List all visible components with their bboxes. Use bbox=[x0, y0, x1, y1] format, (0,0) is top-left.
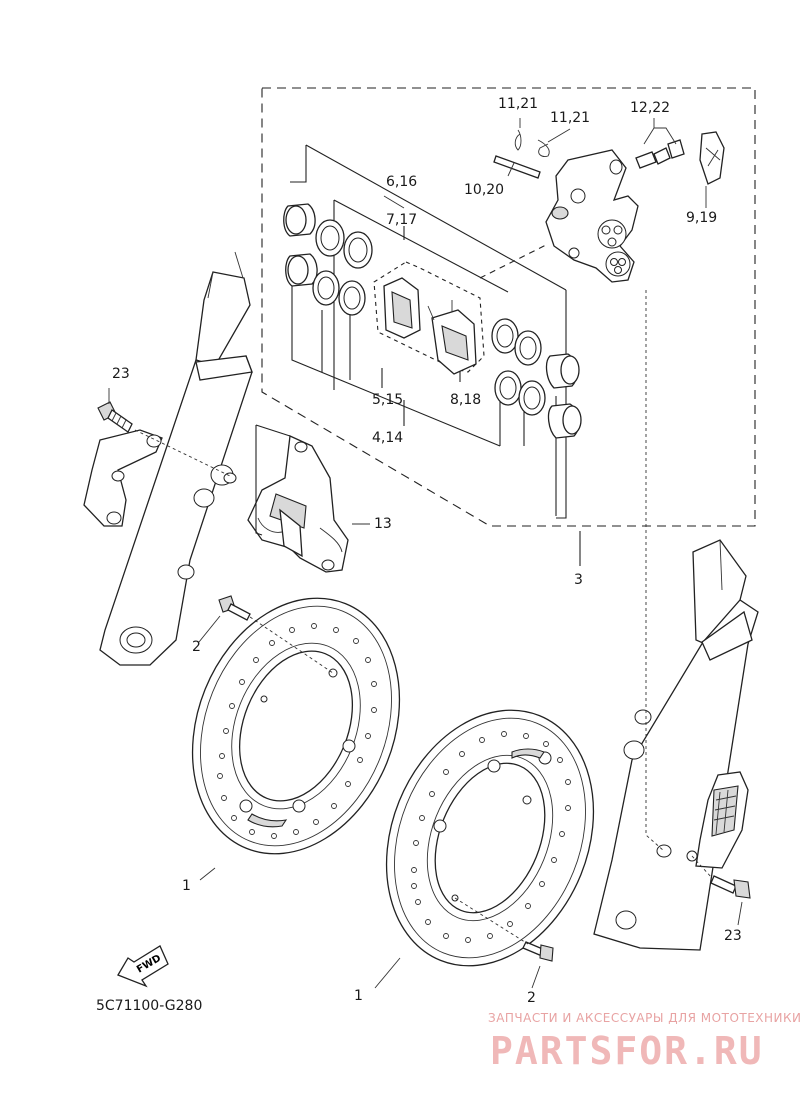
callout-23-right: 23 bbox=[724, 928, 742, 944]
fwd-arrow-icon: FWD bbox=[117, 945, 169, 988]
left-fork-leg bbox=[99, 251, 253, 666]
pad-pin bbox=[493, 155, 541, 179]
pad-spring bbox=[699, 131, 725, 185]
watermark: ЗАПЧАСТИ И АКСЕССУАРЫ ДЛЯ МОТОТЕХНИКИ PA… bbox=[488, 1011, 800, 1073]
callouts: 11,21 11,21 12,22 6,16 10,20 9,19 7,17 2… bbox=[112, 96, 742, 1006]
pistons-right bbox=[491, 318, 582, 439]
bolt-2-right bbox=[522, 941, 554, 962]
callout-9-19: 9,19 bbox=[686, 210, 717, 226]
brake-disc-left bbox=[191, 597, 401, 855]
callout-8-18: 8,18 bbox=[450, 392, 481, 408]
callout-13: 13 bbox=[374, 516, 392, 532]
callout-4-14: 4,14 bbox=[372, 430, 403, 446]
bolt-23-left bbox=[97, 388, 133, 433]
callout-10-20: 10,20 bbox=[464, 182, 504, 198]
pin-clip-b bbox=[537, 139, 550, 157]
callout-6-16: 6,16 bbox=[386, 174, 417, 190]
caliper-body bbox=[545, 149, 639, 283]
right-fork-leg bbox=[593, 539, 759, 951]
watermark-tagline: ЗАПЧАСТИ И АКСЕССУАРЫ ДЛЯ МОТОТЕХНИКИ bbox=[488, 1011, 800, 1025]
bolt-2-left bbox=[218, 595, 251, 621]
callout-12-22: 12,22 bbox=[630, 100, 670, 116]
bleed-screw bbox=[635, 139, 685, 169]
caliper-assembly-box bbox=[261, 87, 756, 527]
pin-clip-a bbox=[514, 129, 522, 151]
hose-guide-bracket-right bbox=[686, 771, 749, 869]
brake-pads bbox=[373, 261, 485, 375]
callout-11-21-b: 11,21 bbox=[550, 110, 590, 126]
pistons-left bbox=[283, 203, 373, 316]
callout-2-right: 2 bbox=[527, 990, 536, 1006]
diagram-code: 5C71100-G280 bbox=[96, 998, 202, 1014]
callout-3: 3 bbox=[574, 572, 583, 588]
callout-1-left: 1 bbox=[182, 878, 191, 894]
watermark-brand: PARTSFOR.RU bbox=[490, 1029, 764, 1073]
brake-disc-right bbox=[385, 709, 595, 967]
hose-guide-bracket-left bbox=[83, 429, 163, 527]
callout-5-15: 5,15 bbox=[372, 392, 403, 408]
bolt-23-right bbox=[710, 875, 751, 899]
caliper-13 bbox=[247, 435, 349, 573]
callout-11-21-a: 11,21 bbox=[498, 96, 538, 112]
callout-2-left: 2 bbox=[192, 639, 201, 655]
callout-23-left: 23 bbox=[112, 366, 130, 382]
callout-7-17: 7,17 bbox=[386, 212, 417, 228]
callout-1-right: 1 bbox=[354, 988, 363, 1004]
